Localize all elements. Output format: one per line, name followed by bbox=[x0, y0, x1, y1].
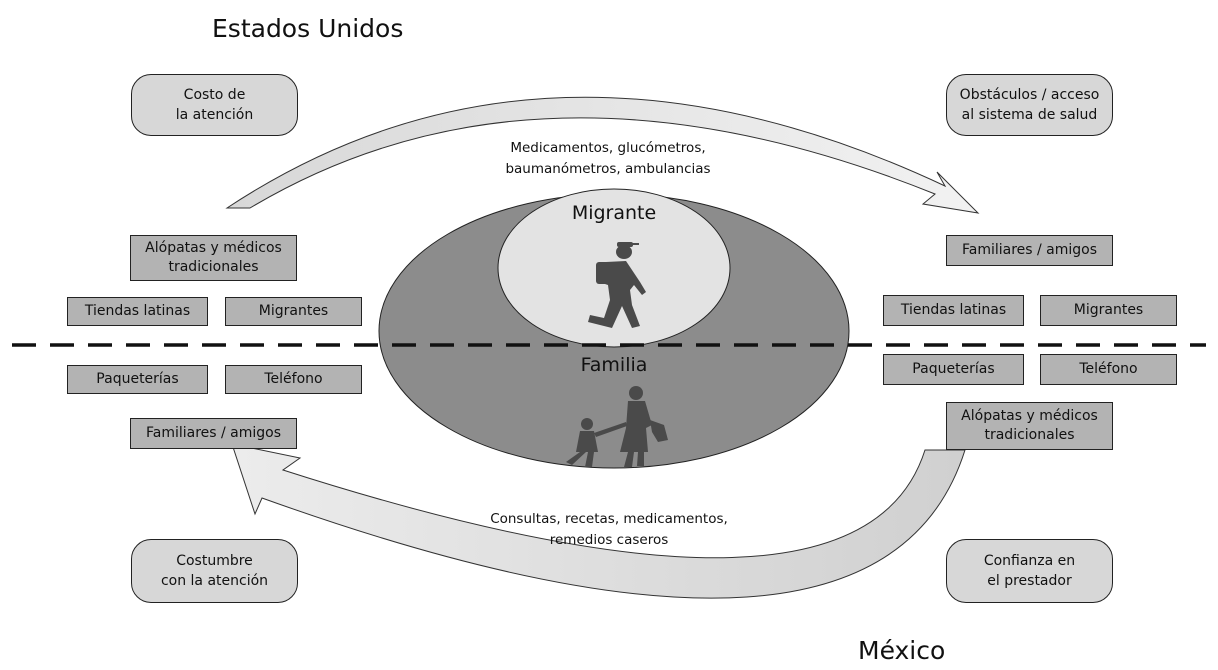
right-actor-telefono: Teléfono bbox=[1040, 354, 1177, 385]
left-actor-migrantes: Migrantes bbox=[225, 297, 362, 326]
left-actor-tiendas-latinas: Tiendas latinas bbox=[67, 297, 208, 326]
migrant-label: Migrante bbox=[571, 202, 657, 224]
bottom-flow-label: Consultas, recetas, medicamentos, remedi… bbox=[490, 511, 728, 548]
bottom-flow-arrow bbox=[231, 443, 966, 599]
right-actor-familiares-amigos: Familiares / amigos bbox=[946, 235, 1113, 266]
factor-confianza-prestador: Confianza en el prestador bbox=[946, 539, 1113, 603]
walking-man-icon bbox=[588, 242, 646, 328]
family-icon bbox=[566, 386, 668, 467]
factor-costumbre-atencion: Costumbre con la atención bbox=[131, 539, 298, 603]
right-actor-migrantes: Migrantes bbox=[1040, 295, 1177, 326]
left-actor-familiares-amigos: Familiares / amigos bbox=[130, 418, 297, 449]
left-actor-alopatas: Alópatas y médicos tradicionales bbox=[130, 235, 297, 281]
right-actor-paqueterias: Paqueterías bbox=[883, 354, 1024, 385]
top-flow-arrow bbox=[225, 96, 980, 214]
region-title-mexico: México bbox=[858, 636, 946, 665]
factor-obstaculos-acceso: Obstáculos / acceso al sistema de salud bbox=[946, 74, 1113, 136]
right-actor-alopatas: Alópatas y médicos tradicionales bbox=[946, 402, 1113, 450]
factor-costo-atencion: Costo de la atención bbox=[131, 74, 298, 136]
top-flow-label: Medicamentos, glucómetros, baumanómetros… bbox=[505, 140, 711, 177]
region-title-estados-unidos: Estados Unidos bbox=[212, 14, 404, 43]
family-label: Familia bbox=[580, 354, 648, 376]
left-actor-paqueterias: Paqueterías bbox=[67, 365, 208, 394]
left-actor-telefono: Teléfono bbox=[225, 365, 362, 394]
right-actor-tiendas-latinas: Tiendas latinas bbox=[883, 295, 1024, 326]
